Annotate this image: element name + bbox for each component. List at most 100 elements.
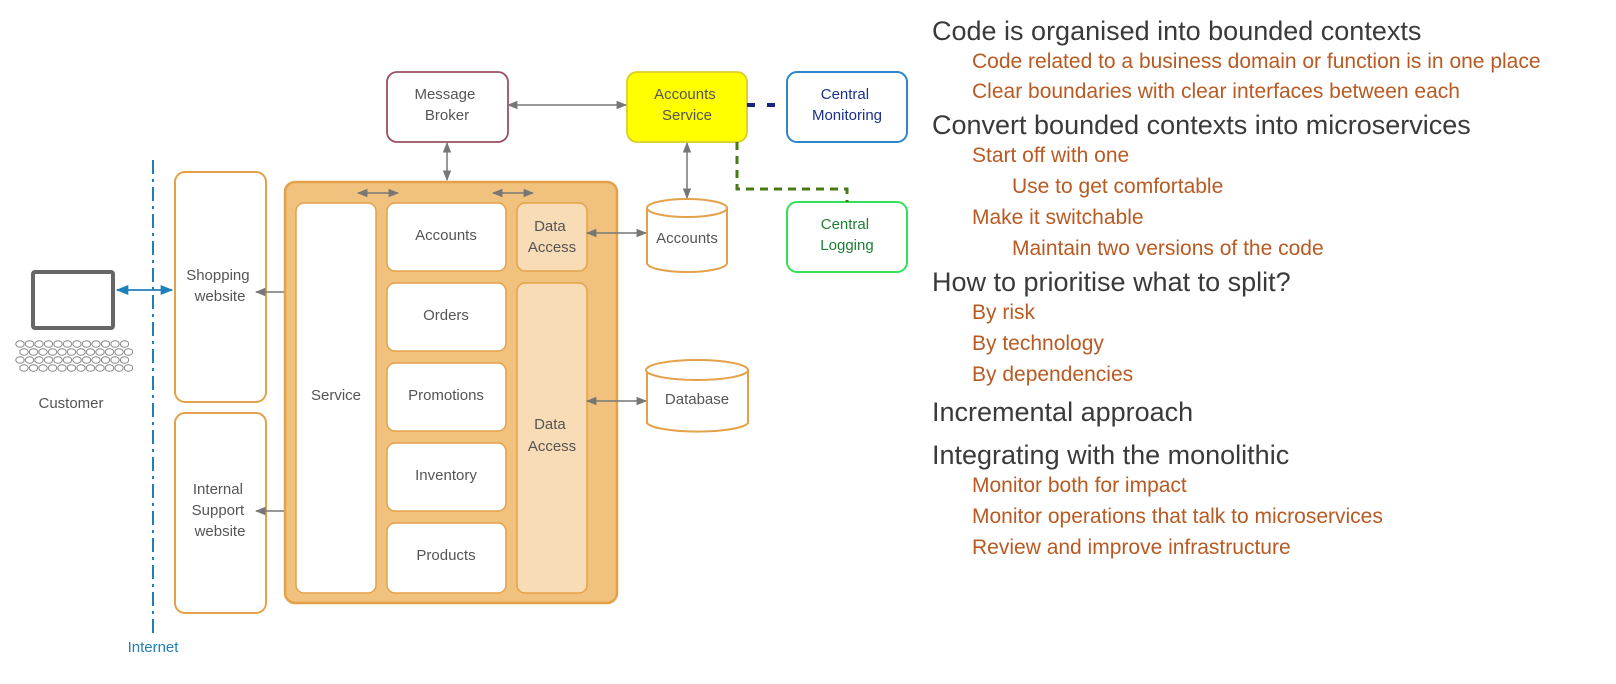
keyboard-key [57,364,67,372]
bullet-item: Use to get comfortable [1012,175,1224,198]
central-monitoring-label: Central Monitoring [812,86,882,124]
bullet-item: Incremental approach [932,397,1194,427]
module-label: Inventory [415,467,477,484]
bullet-item: By technology [972,332,1104,355]
keyboard-key [110,340,120,348]
keyboard-key [66,364,77,372]
module-box [386,202,507,272]
keyboard-key [81,340,92,348]
keyboard-key [28,348,39,356]
service-box [295,202,377,594]
bullet-item: Clear boundaries with clear interfaces b… [972,80,1460,103]
keyboard-key [24,340,35,348]
message-broker-label: Message Broker [414,86,479,124]
bullet-item: Code is organised into bounded contexts [932,16,1422,46]
keyboard-key [72,356,82,364]
bullet-item: How to prioritise what to split? [932,267,1291,297]
bullet-item: Monitor operations that talk to microser… [972,505,1383,528]
keyboard-key [76,364,86,372]
bullet-item: Start off with one [972,144,1130,167]
keyboard-key [38,364,48,372]
data-access-main-box [516,282,588,594]
keyboard-key [57,348,67,356]
bullet-item: Monitor both for impact [972,474,1187,497]
keyboard-key [100,340,111,348]
keyboard-key [104,364,115,372]
keyboard-key [66,348,77,356]
internet-label: Internet [128,639,180,656]
keyboard-key [34,356,44,364]
module-box [386,282,507,352]
module-list: Accounts Orders Promotions Inventory Pro… [386,202,507,594]
keyboard-key [119,356,130,364]
keyboard-key [85,364,96,372]
keyboard-key [62,340,73,348]
keyboard-key [110,356,120,364]
keyboard-key [76,348,86,356]
keyboard-key [47,364,58,372]
bullet-item: Maintain two versions of the code [1012,237,1324,260]
service-label: Service [311,387,361,404]
keyboard-key [91,340,101,348]
module-label: Promotions [408,387,484,404]
keyboard-key [15,340,25,348]
keyboard-key [43,356,54,364]
keyboard-key [95,348,105,356]
keyboard-key [95,364,105,372]
module-label: Products [416,547,475,564]
accounts-service-label: Accounts Service [654,86,720,124]
bullet-item: Integrating with the monolithic [932,440,1290,470]
keyboard-key [19,364,29,372]
keyboard-key [91,356,101,364]
bullet-item: Convert bounded contexts into microservi… [932,110,1471,140]
database-label: Database [665,391,729,408]
central-monitoring-box [786,71,908,143]
keyboard-key [100,356,111,364]
keyboard-key [53,340,63,348]
shopping-website-box [174,171,267,403]
module-box [386,522,507,594]
laptop-icon [15,270,134,372]
bullet-list: Code is organised into bounded contexts … [932,16,1612,560]
module-label: Accounts [415,227,477,244]
keyboard-key [123,364,134,372]
bullet-item: By risk [972,301,1035,324]
data-access-main-label: Data Access [528,416,576,455]
keyboard-key [114,364,124,372]
keyboard-icon [15,340,134,372]
module-box [386,442,507,512]
keyboard-key [38,348,48,356]
keyboard-key [114,348,124,356]
bullet-item: By dependencies [972,363,1134,386]
shopping-website-label: Shopping website [186,267,254,305]
keyboard-key [72,340,82,348]
keyboard-key [123,348,134,356]
central-logging-label: Central Logging [820,216,873,254]
bullet-item: Review and improve infrastructure [972,536,1291,559]
keyboard-key [62,356,73,364]
keyboard-key [47,348,58,356]
logging-dashed-link [735,142,849,202]
keyboard-key [104,348,115,356]
module-box [386,362,507,432]
keyboard-key [34,340,44,348]
bullet-item: Make it switchable [972,206,1144,229]
module-label: Orders [423,307,469,324]
accounts-database-label: Accounts [656,230,718,247]
internal-support-website-label: Internal Support website [192,481,249,540]
keyboard-key [28,364,39,372]
keyboard-key [19,348,29,356]
keyboard-key [43,340,54,348]
data-access-accounts-box [516,202,588,272]
keyboard-key [119,340,130,348]
bullet-item: Code related to a business domain or fun… [972,50,1541,73]
database-icon [645,359,749,433]
customer-label: Customer [38,395,103,412]
accounts-database-icon [646,198,728,273]
keyboard-key [85,348,96,356]
keyboard-key [53,356,63,364]
keyboard-key [15,356,25,364]
data-access-accounts-label: Data Access [528,218,576,256]
keyboard-key [81,356,92,364]
